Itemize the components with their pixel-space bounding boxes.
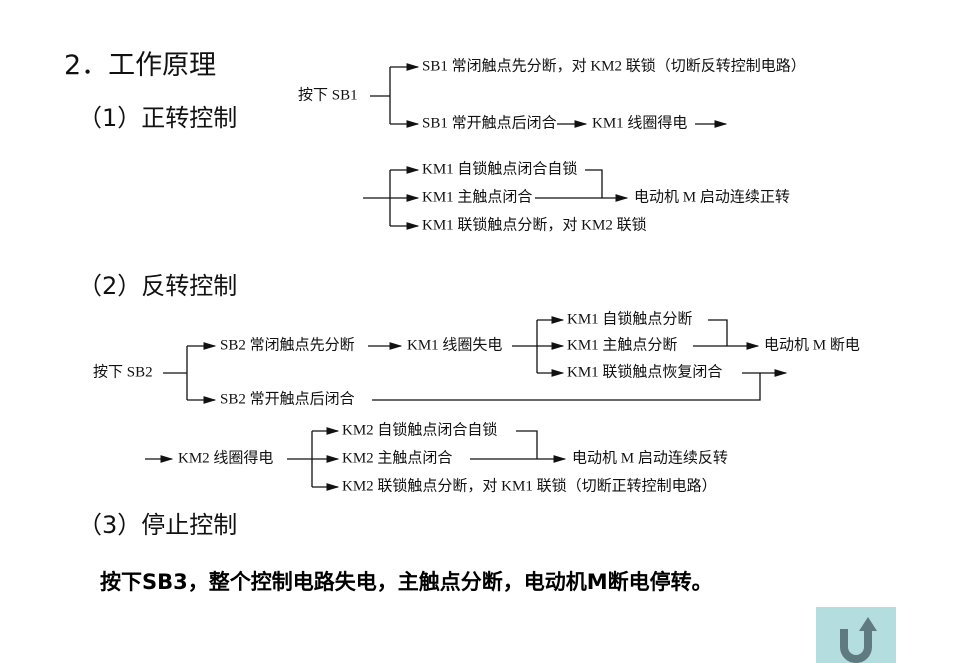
u-turn-arrow-icon <box>840 617 877 663</box>
step-sb2-nc: SB2 常闭触点先分断 <box>220 337 355 354</box>
step-km2-energized: KM2 线圈得电 <box>178 450 274 467</box>
step-km2-selflock: KM2 自锁触点闭合自锁 <box>342 422 498 439</box>
step-km2-main: KM2 主触点闭合 <box>342 450 453 467</box>
step-km1-main: KM1 主触点闭合 <box>422 189 533 206</box>
back-button[interactable] <box>816 607 896 663</box>
step-motor-forward: 电动机 M 启动连续正转 <box>634 189 790 206</box>
section3-heading: （3）停止控制 <box>78 511 238 539</box>
step-km1-selflock-open: KM1 自锁触点分断 <box>567 311 693 328</box>
step-motor-off: 电动机 M 断电 <box>764 337 860 354</box>
section1-heading: （1）正转控制 <box>78 104 238 132</box>
step-sb2-no: SB2 常开触点后闭合 <box>220 391 355 408</box>
section2-heading: （2）反转控制 <box>78 272 238 300</box>
step-km1-deenergized: KM1 线圈失电 <box>407 337 503 354</box>
step-press-sb2: 按下 SB2 <box>93 364 153 381</box>
page-title: 2．工作原理 <box>64 50 217 81</box>
step-km1-interlock-reset: KM1 联锁触点恢复闭合 <box>567 364 723 381</box>
step-km2-interlock: KM2 联锁触点分断，对 KM1 联锁（切断正转控制电路） <box>342 478 717 495</box>
step-sb1-nc: SB1 常闭触点先分断，对 KM2 联锁（切断反转控制电路） <box>422 58 806 75</box>
step-motor-reverse: 电动机 M 启动连续反转 <box>572 450 728 467</box>
step-km1-selflock: KM1 自锁触点闭合自锁 <box>422 161 578 178</box>
stop-description: 按下SB3，整个控制电路失电，主触点分断，电动机M断电停转。 <box>100 570 713 594</box>
step-km1-interlock: KM1 联锁触点分断，对 KM2 联锁 <box>422 217 647 234</box>
step-sb1-no: SB1 常开触点后闭合 <box>422 115 557 132</box>
step-press-sb1: 按下 SB1 <box>298 87 358 104</box>
step-km1-main-open: KM1 主触点分断 <box>567 337 678 354</box>
step-km1-energized: KM1 线圈得电 <box>592 115 688 132</box>
